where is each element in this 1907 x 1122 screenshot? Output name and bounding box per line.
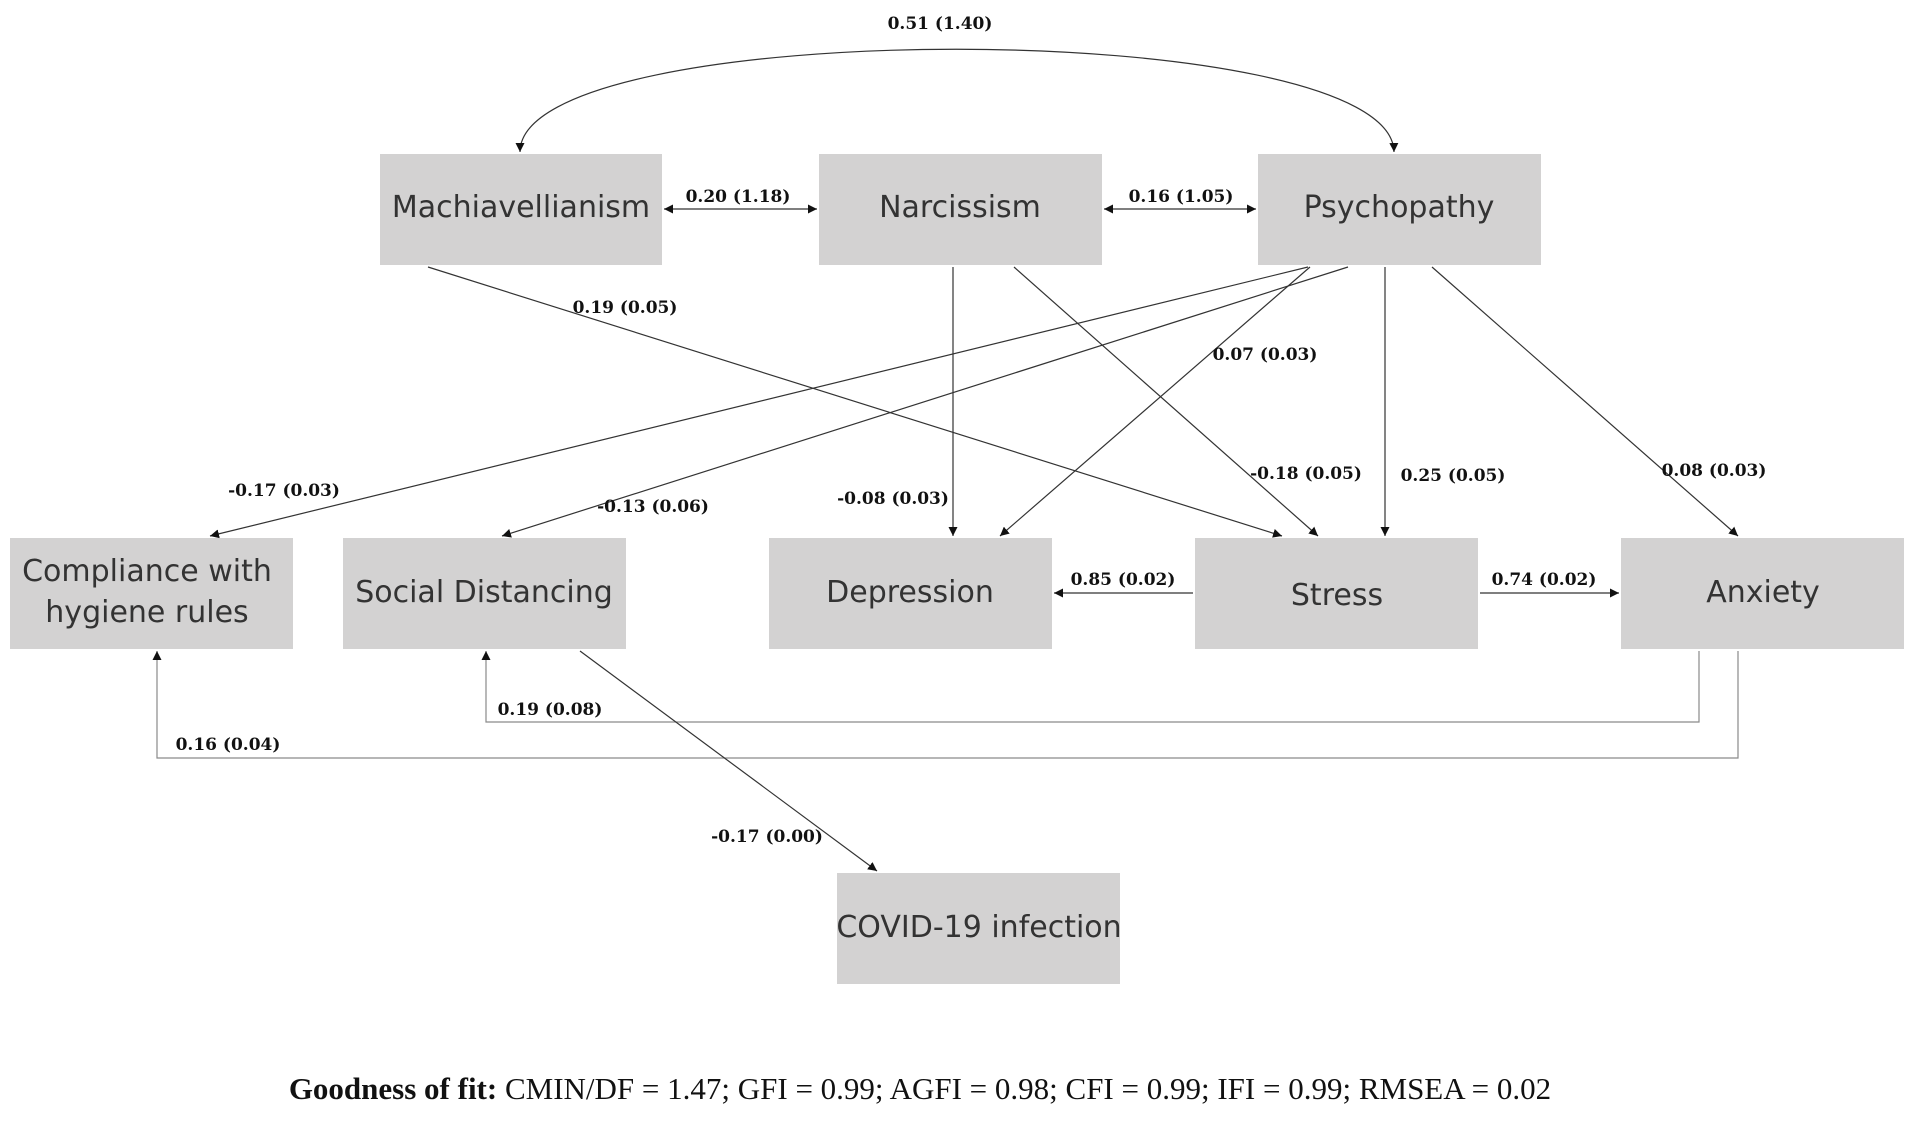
label-narc-stress: -0.18 (0.05) — [1250, 464, 1362, 484]
node-stress: Stress — [1195, 538, 1478, 649]
label-stress-dep: 0.85 (0.02) — [1071, 570, 1176, 590]
node-anxiety: Anxiety — [1621, 538, 1904, 649]
label-psych-stress: 0.25 (0.05) — [1401, 466, 1506, 486]
node-social-distancing: Social Distancing — [343, 538, 626, 649]
edge-mach-psych — [515, 48, 1399, 153]
label-anx-comp: 0.16 (0.04) — [176, 735, 281, 755]
node-label: Stress — [1291, 578, 1383, 613]
edge-psych-social — [501, 266, 1349, 538]
node-label: COVID-19 infection — [836, 910, 1121, 945]
node-label: Depression — [826, 575, 994, 610]
node-covid-infection: COVID-19 infection — [836, 873, 1122, 984]
node-label: Psychopathy — [1304, 190, 1495, 225]
label-narc-dep: -0.08 (0.03) — [837, 489, 949, 509]
label-psych-comp: -0.17 (0.03) — [228, 481, 340, 501]
node-label: Anxiety — [1706, 575, 1820, 610]
node-label-line2: hygiene rules — [45, 595, 248, 630]
fit-values: CMIN/DF = 1.47; GFI = 0.99; AGFI = 0.98;… — [497, 1071, 1551, 1106]
node-psychopathy: Psychopathy — [1258, 154, 1541, 265]
node-label: Machiavellianism — [392, 190, 650, 225]
edge-psych-dep — [999, 266, 1311, 537]
label-mach-narc: 0.20 (1.18) — [686, 187, 791, 207]
edge-social-covid — [579, 650, 878, 872]
label-stress-anx: 0.74 (0.02) — [1492, 570, 1597, 590]
node-label: Narcissism — [879, 190, 1041, 225]
label-mach-stress: 0.19 (0.05) — [573, 298, 678, 318]
label-social-covid: -0.17 (0.00) — [711, 827, 823, 847]
node-label: Social Distancing — [355, 575, 613, 610]
label-psych-dep: 0.07 (0.03) — [1213, 345, 1318, 365]
node-depression: Depression — [769, 538, 1052, 649]
edge-anx-social — [481, 651, 1700, 723]
edge-psych-anx — [1431, 266, 1739, 537]
edge-anx-comp — [152, 651, 1739, 759]
node-machiavellianism: Machiavellianism — [380, 154, 662, 265]
node-narcissism: Narcissism — [819, 154, 1102, 265]
edge-psych-comp — [209, 266, 1309, 539]
edge-mach-stress — [427, 266, 1283, 538]
label-mach-psych: 0.51 (1.40) — [888, 14, 993, 34]
label-narc-psych: 0.16 (1.05) — [1129, 187, 1234, 207]
label-psych-anx: 0.08 (0.03) — [1662, 461, 1767, 481]
fit-title: Goodness of fit: — [289, 1071, 497, 1106]
label-psych-social: -0.13 (0.06) — [597, 497, 709, 517]
edge-narc-stress — [1013, 266, 1319, 537]
goodness-of-fit: Goodness of fit: CMIN/DF = 1.47; GFI = 0… — [289, 1071, 1551, 1106]
node-compliance-hygiene: Compliance with hygiene rules — [10, 538, 293, 649]
node-label-line1: Compliance with — [22, 554, 272, 589]
label-anx-social: 0.19 (0.08) — [498, 700, 603, 720]
